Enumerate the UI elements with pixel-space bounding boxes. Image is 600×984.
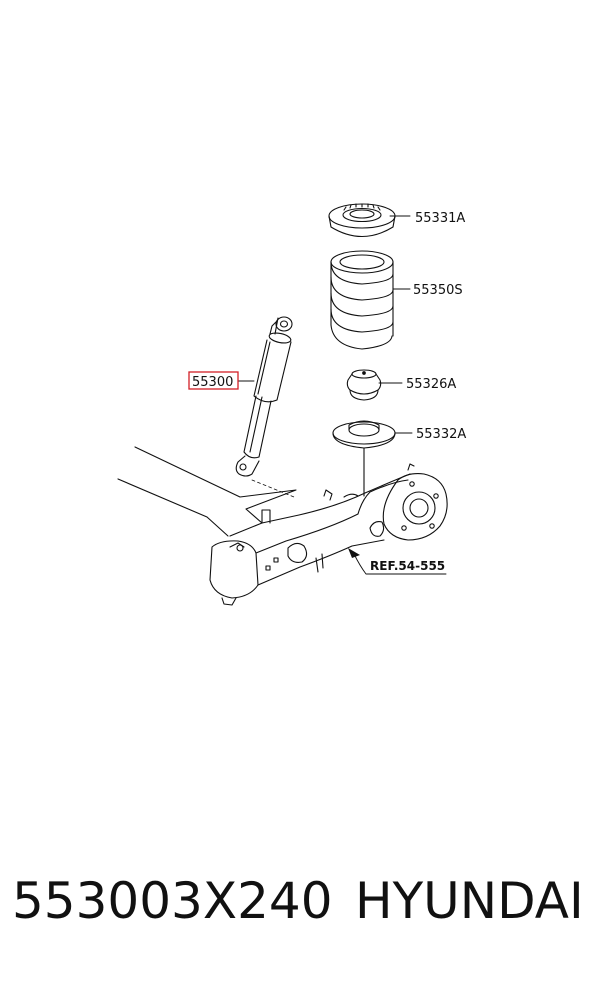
upper-spring-seat-part [328, 203, 396, 237]
callout-55350s[interactable]: 55350S [413, 283, 463, 298]
callout-reference[interactable]: REF.54-555 [370, 559, 445, 573]
part-number-caption: 553003X240 [12, 872, 333, 930]
callout-55332a[interactable]: 55332A [416, 427, 466, 442]
rear-axle-beam [117, 446, 411, 606]
brand-caption: HYUNDAI [355, 872, 584, 930]
highlight-box [188, 371, 239, 390]
shock-absorber-part [235, 316, 293, 477]
caption: 553003X240 HYUNDAI [0, 872, 600, 952]
coil-spring-part [330, 250, 394, 350]
callout-55300[interactable]: 55300 [192, 375, 233, 390]
bump-stopper-part [346, 369, 382, 401]
callout-55331a[interactable]: 55331A [415, 211, 465, 226]
leader-lines [237, 215, 447, 575]
hub-bracket [369, 463, 448, 541]
callout-55326a[interactable]: 55326A [406, 377, 456, 392]
lower-spring-seat-part [332, 420, 396, 489]
